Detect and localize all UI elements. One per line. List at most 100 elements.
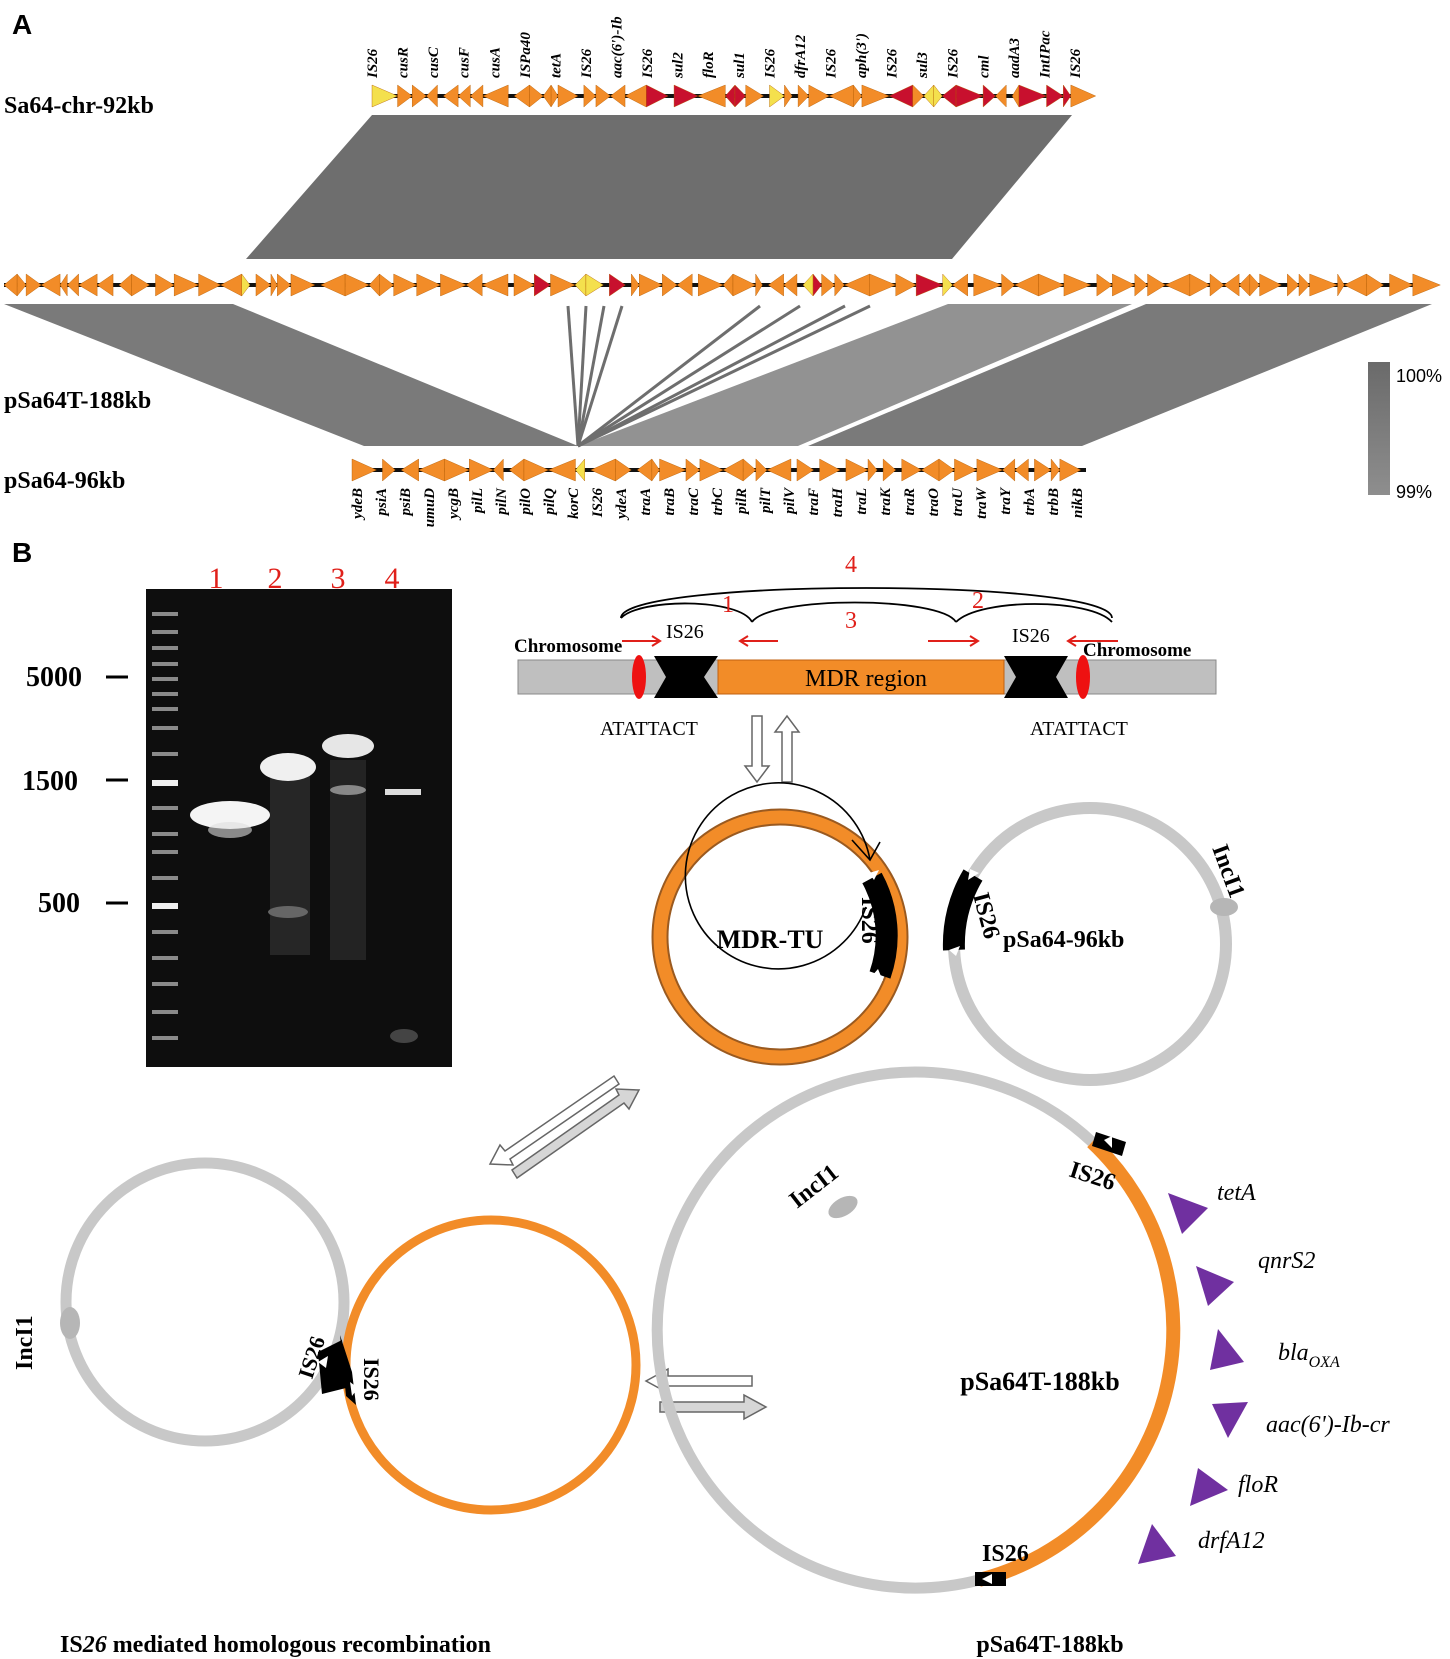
synteny-p188-mid [578,304,1132,446]
gene-arrow [509,458,525,482]
identity-scale-max: 100% [1396,366,1442,386]
gene-arrow [802,273,814,297]
gene-name-label: pilN [494,487,510,517]
vertical-exchange-arrows [743,714,801,784]
gene-arrow [1287,273,1300,297]
gene-arrow [1014,273,1039,297]
gene-name-label: psiA [374,488,390,518]
gene-name-label: IS26 [762,48,778,79]
gene-arrow [797,84,810,108]
gene-arrow [755,273,763,297]
gene-name-label: cusA [487,47,503,78]
caption-recombination: IS26 mediated homologous recombination [60,1632,491,1658]
gel-lane-1: 1 [209,562,224,595]
gene-arrow [1112,273,1136,297]
gene-arrow [1001,273,1016,297]
gene-arrow [722,458,744,482]
gene-arrow [808,84,830,108]
gene-name-label: traK [878,487,894,516]
gene-arrow [659,458,687,482]
gene-arrow [755,458,768,482]
gene-arrow [16,273,27,297]
identity-scale-min: 99% [1396,482,1432,502]
synteny-lines [566,304,871,448]
ladder-band [152,677,178,681]
gene-arrow [590,458,616,482]
gene-arrow [1147,273,1166,297]
gene-arrow [368,273,380,297]
gene-name-label: sul2 [671,52,687,79]
mdr-schematic: 4 1 3 2 Chromosome Chromosome IS26 IS26 … [514,552,1217,740]
p96-label: pSa64-96kb [1003,927,1124,953]
gene-arrow [646,84,669,108]
synteny-p188-right [808,304,1432,446]
gene-arrow [636,458,653,482]
gene-arrow [574,273,587,297]
synteny-chr-p188 [246,115,1072,259]
gene-arrow [933,84,943,108]
gene-name-label: cusC [426,46,442,78]
caption-26: 26 [82,1632,107,1658]
gene-arrow [673,84,699,108]
gene-arrow [290,273,316,297]
gene-arrow [241,273,251,297]
gene-arrow [412,84,427,108]
ladder-band [152,726,178,730]
gene-name-label: pilV [782,486,798,516]
cointegrate-diagram: IncI1 IS26 IS26 [12,1157,641,1515]
gene-arrow [492,458,504,482]
gene-name-label: IS26 [885,48,901,79]
gene-arrow [1189,273,1211,297]
gene-arrow [1070,84,1097,108]
gene-arrow [173,273,200,297]
is26-left-label: IS26 [666,621,704,643]
gene-name-label: traC [686,487,702,516]
gene-arrow [1366,273,1384,297]
gene-label-aac: aac(6')-Ib-cr [1266,1412,1390,1438]
gene-arrow [444,458,470,482]
gene-name-label: aadA3 [1007,37,1023,78]
ladder-band [152,612,178,616]
ladder-band [152,646,178,650]
gene-arrow [550,84,559,108]
gene-arrow [745,84,764,108]
site-right-label: ATATTACT [1030,718,1128,740]
gene-arrow [834,273,845,297]
gene-arrow [78,273,98,297]
gene-arrow [470,84,484,108]
ladder-band [152,806,178,810]
gene-label-bla: blaOXA [1278,1340,1340,1371]
p188-is26-bottom: IS26 [982,1541,1029,1567]
gene-name-label: umuD [422,488,438,527]
gene-arrow [575,458,585,482]
gene-arrow [270,273,278,297]
gene-arrow [277,273,292,297]
gene-arrow [550,273,576,297]
ladder-band [152,662,178,666]
gene-name-label: traH [830,487,846,518]
gene-name-label: pilR [734,488,750,516]
gene-arrow [853,84,863,108]
gene-arrow [941,84,957,108]
gene-arrow [766,458,792,482]
chromosome-left-label: Chromosome [514,636,622,657]
gene-arrow [40,273,61,297]
gene-name-label: cusF [457,47,473,78]
gene-arrow [819,458,841,482]
identity-scale-bar [1368,362,1390,495]
ladder-band [152,707,178,711]
panel-a-label: A [12,9,32,40]
gene-name-label: IntIPac [1037,30,1053,79]
gene-name-label: traA [638,488,654,516]
caption-is: IS [60,1632,83,1658]
gene-arrow [938,458,955,482]
gene-arrow [1046,84,1064,108]
ladder-band [152,1010,178,1014]
gene-arrow [155,273,175,297]
gene-arrow [1249,273,1260,297]
gene-arrow [768,273,784,297]
gene-name-label: ISPa40 [518,32,534,79]
gene-arrow [344,273,370,297]
gene-arrow [783,273,798,297]
gene-arrow [382,458,396,482]
